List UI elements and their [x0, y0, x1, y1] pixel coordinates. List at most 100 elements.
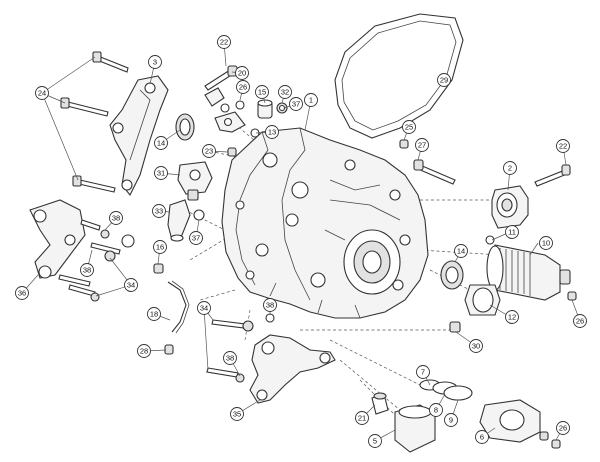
callout-34-lower: 34	[197, 301, 211, 315]
callout-13: 13	[265, 125, 279, 139]
callout-34-left: 34	[124, 278, 138, 292]
callout-23: 23	[202, 144, 216, 158]
callout-38-left-lower: 38	[80, 263, 94, 277]
svg-text:38: 38	[83, 266, 91, 275]
callout-31: 31	[154, 166, 168, 180]
svg-text:38: 38	[266, 301, 274, 310]
callout-38-top-mount: 38	[263, 298, 277, 312]
callout-22-right: 22	[556, 139, 570, 153]
callout-30: 30	[469, 339, 483, 353]
svg-text:26: 26	[239, 83, 247, 92]
svg-text:14: 14	[457, 247, 465, 256]
left-mount	[29, 199, 135, 302]
lower-mount	[206, 313, 336, 404]
svg-text:27: 27	[418, 141, 426, 150]
callout-5: 5	[368, 434, 382, 448]
callout-26-right: 26	[573, 314, 587, 328]
callout-12: 12	[505, 310, 519, 324]
bottom-parts	[371, 321, 561, 453]
svg-text:15: 15	[258, 88, 266, 97]
svg-text:14: 14	[157, 139, 165, 148]
svg-text:23: 23	[205, 147, 213, 156]
callout-24: 24	[35, 86, 49, 100]
svg-text:22: 22	[559, 142, 567, 151]
callout-16: 16	[153, 240, 167, 254]
svg-text:6: 6	[480, 433, 484, 442]
upper-small-parts	[204, 65, 288, 157]
upper-bracket	[60, 51, 169, 197]
svg-text:26: 26	[559, 424, 567, 433]
svg-text:8: 8	[434, 406, 438, 415]
transmission-housing	[221, 127, 429, 319]
svg-text:38: 38	[112, 214, 120, 223]
svg-text:21: 21	[358, 414, 366, 423]
callout-32: 32	[278, 85, 292, 99]
svg-text:22: 22	[220, 38, 228, 47]
callout-1: 1	[304, 93, 318, 107]
sensor	[177, 161, 213, 201]
svg-text:34: 34	[127, 281, 135, 290]
svg-text:38: 38	[226, 354, 234, 363]
callout-26-bottom: 26	[556, 421, 570, 435]
svg-text:32: 32	[281, 88, 289, 97]
callout-20: 20	[235, 66, 249, 80]
callout-14-right: 14	[454, 244, 468, 258]
svg-text:30: 30	[472, 342, 480, 351]
svg-text:7: 7	[421, 368, 425, 377]
svg-text:2: 2	[508, 164, 512, 173]
callout-14-upper: 14	[154, 136, 168, 150]
callout-7: 7	[416, 365, 430, 379]
callout-8: 8	[429, 403, 443, 417]
callout-10: 10	[539, 236, 553, 250]
seal-upper	[175, 113, 195, 141]
callout-2: 2	[503, 161, 517, 175]
svg-text:36: 36	[18, 289, 26, 298]
svg-text:3: 3	[153, 58, 157, 67]
callout-38-left-upper: 38	[109, 211, 123, 225]
svg-text:11: 11	[508, 228, 516, 237]
svg-text:1: 1	[309, 96, 313, 105]
svg-text:37: 37	[192, 234, 200, 243]
seal-bearing-right	[440, 260, 501, 316]
gasket	[334, 13, 464, 139]
callout-9: 9	[444, 413, 458, 427]
callout-38-lower-mount: 38	[223, 351, 237, 365]
callout-11: 11	[505, 225, 519, 239]
callout-15: 15	[255, 85, 269, 99]
svg-text:16: 16	[156, 243, 164, 252]
svg-text:29: 29	[440, 76, 448, 85]
callout-3: 3	[148, 55, 162, 69]
filter-element	[485, 235, 577, 301]
callout-26-upper: 26	[236, 80, 250, 94]
svg-text:31: 31	[157, 169, 165, 178]
callout-25: 25	[402, 120, 416, 134]
svg-text:20: 20	[238, 69, 246, 78]
callout-28: 28	[137, 344, 151, 358]
callout-37-lower: 37	[189, 231, 203, 245]
svg-text:13: 13	[268, 128, 276, 137]
callout-18: 18	[147, 307, 161, 321]
callout-36: 36	[15, 286, 29, 300]
svg-text:26: 26	[576, 317, 584, 326]
svg-text:18: 18	[150, 310, 158, 319]
svg-text:25: 25	[405, 123, 413, 132]
pipe-fitting	[167, 199, 205, 242]
right-bolts	[399, 139, 571, 187]
cylinder-housing	[491, 185, 529, 229]
callout-22-upper: 22	[217, 35, 231, 49]
svg-text:9: 9	[449, 416, 453, 425]
svg-text:34: 34	[200, 304, 208, 313]
callout-33: 33	[152, 204, 166, 218]
callout-29: 29	[437, 73, 451, 87]
oil-pipe	[153, 263, 190, 355]
svg-text:35: 35	[233, 410, 241, 419]
svg-text:24: 24	[38, 89, 46, 98]
svg-text:28: 28	[140, 347, 148, 356]
callout-37-upper: 37	[289, 97, 303, 111]
svg-text:5: 5	[373, 437, 377, 446]
callout-27: 27	[415, 138, 429, 152]
callout-35: 35	[230, 407, 244, 421]
callout-21: 21	[355, 411, 369, 425]
